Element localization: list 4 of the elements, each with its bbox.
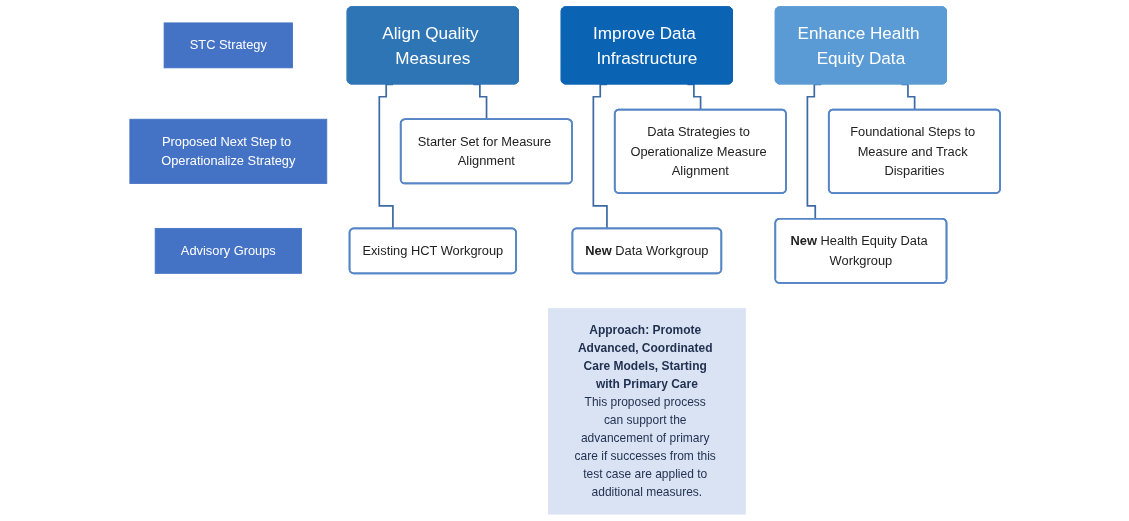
node-box: Advisory Groups (154, 227, 302, 274)
node-box: Approach: Promote Advanced, Coordinated Care Models, Starting with Primary Care This proposed process can support the advancement of primary care if successes from this test case are applied to additional measures. (547, 308, 746, 515)
node-box: STC Strategy (163, 22, 293, 69)
node-box: Proposed Next Step to Operationalize Strategy (128, 118, 327, 184)
